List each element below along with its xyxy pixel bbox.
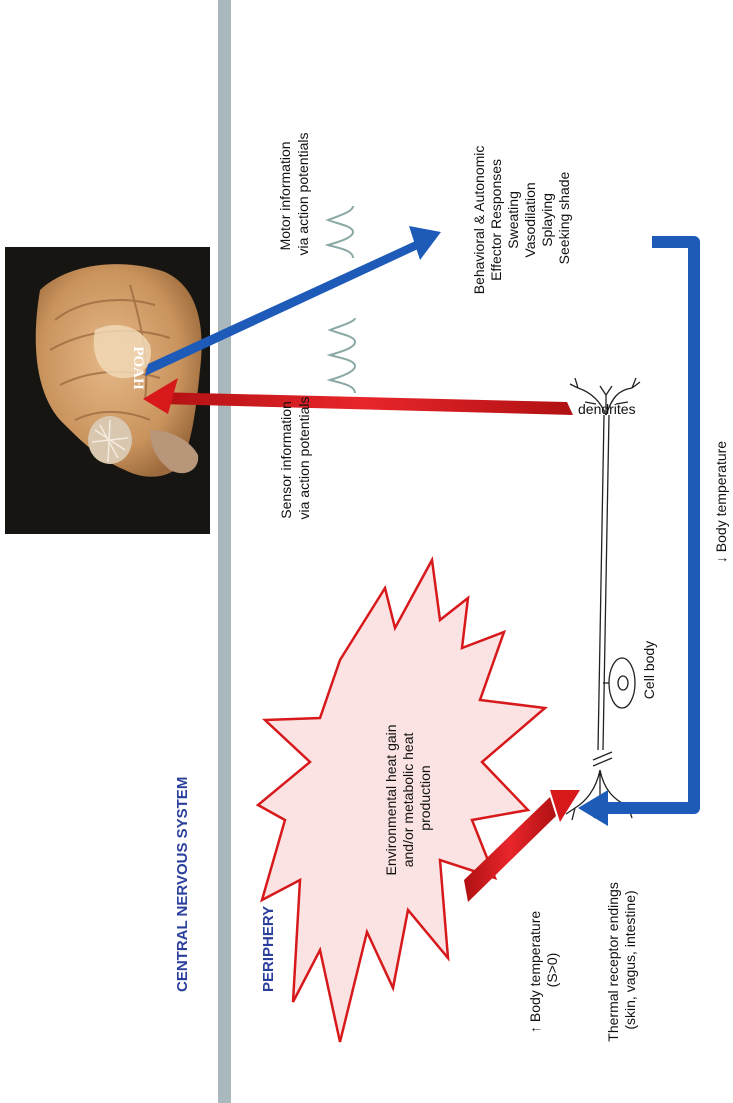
neuron — [566, 378, 640, 820]
brain-image — [5, 247, 210, 534]
dendrites-label: dendrites — [578, 401, 636, 417]
sensor-spike-trace — [330, 318, 355, 393]
motor-spike-trace — [328, 206, 353, 258]
cns-label: CENTRAL NERVOUS SYSTEM — [174, 777, 191, 992]
effector-responses: Behavioral & Autonomic Effector Response… — [471, 142, 572, 295]
cns-periphery-divider — [218, 0, 231, 1103]
cell-body — [609, 658, 635, 708]
receptor-label: Thermal receptor endings (skin, vagus, i… — [605, 878, 638, 1041]
motor-info-label: Motor information via action potentials — [277, 133, 311, 256]
cell-body-label: Cell body — [641, 641, 657, 699]
poah-label: POAH — [130, 346, 146, 390]
feedback-bracket — [578, 242, 694, 826]
body-temp-down-label: ↓ Body temperature — [713, 441, 729, 563]
sensor-info-label: Sensor information via action potentials — [278, 397, 312, 520]
body-temp-up-label: ↑ Body temperature (S>0) — [527, 907, 560, 1033]
periphery-label: PERIPHERY — [260, 906, 277, 992]
